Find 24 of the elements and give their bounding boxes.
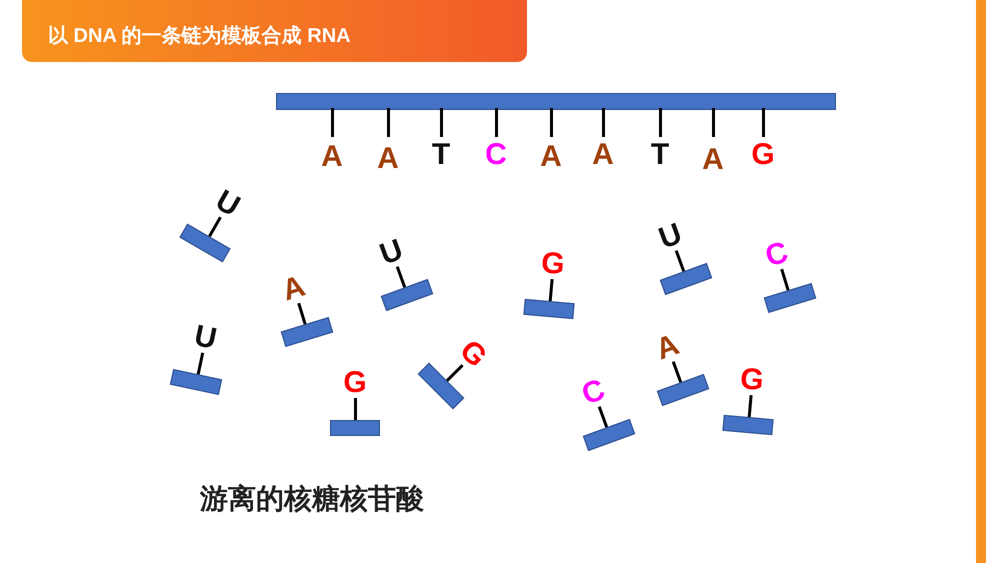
base-letter: U xyxy=(655,218,686,255)
base-letter: A xyxy=(701,145,725,175)
base-letter: G xyxy=(750,140,776,170)
base-letter: A xyxy=(539,142,563,172)
base-letter: G xyxy=(738,364,765,396)
base-letter: T xyxy=(650,140,670,170)
base-letter: A xyxy=(279,271,309,306)
base-letter: U xyxy=(210,186,244,222)
base-letter: U xyxy=(192,321,220,355)
base-letter: A xyxy=(320,142,344,172)
base-letter: C xyxy=(578,374,609,411)
base-letter: G xyxy=(343,368,367,398)
base-letter: A xyxy=(376,144,400,174)
base-letter: G xyxy=(540,248,566,280)
base-letter: C xyxy=(484,140,508,170)
base-letter: C xyxy=(762,237,792,272)
base-letter: A xyxy=(652,330,683,366)
base-letter: T xyxy=(430,140,452,170)
base-letter: A xyxy=(591,140,615,170)
base-letter: G xyxy=(454,335,492,374)
base-letter: U xyxy=(376,234,407,271)
dna-strand xyxy=(276,93,836,110)
caption-text: 游离的核糖核苷酸 xyxy=(200,482,424,516)
title: 以 DNA 的一条链为模板合成 RNA xyxy=(48,24,351,49)
